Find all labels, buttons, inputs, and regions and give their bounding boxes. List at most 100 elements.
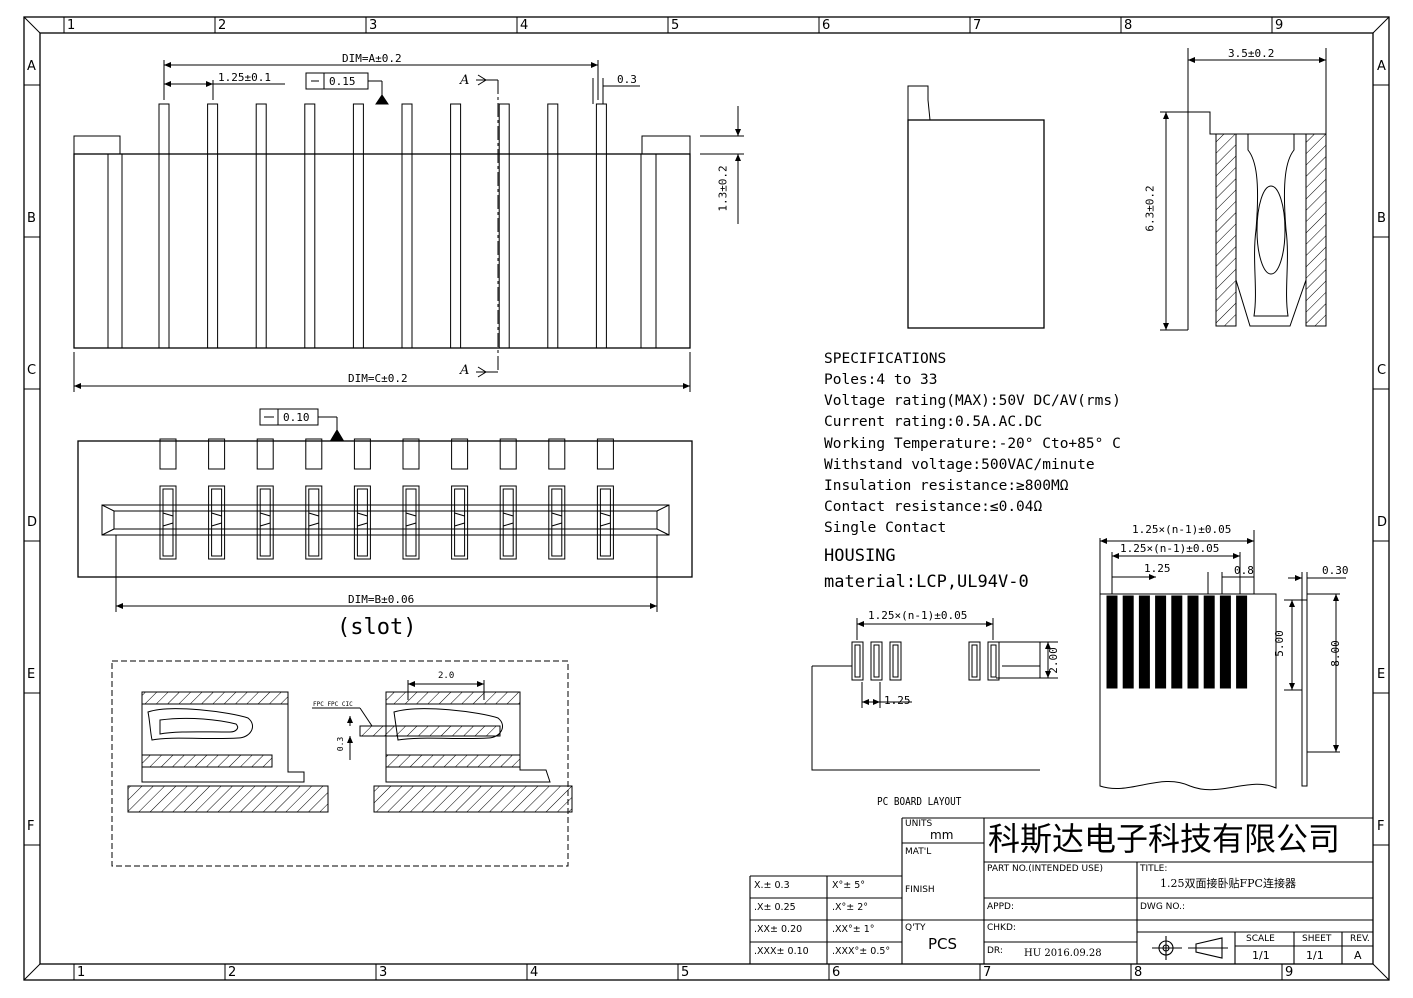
dim-a-label: DIM=A±0.2 bbox=[342, 52, 402, 65]
section-mark-bottom: A bbox=[460, 363, 470, 378]
scale-label: SCALE bbox=[1246, 934, 1275, 944]
fpc-span-inner: 1.25×(n-1)±0.05 bbox=[1120, 542, 1220, 555]
pcb-caption: PC BOARD LAYOUT bbox=[877, 795, 962, 808]
dr-value: HU 2016.09.28 bbox=[1024, 948, 1102, 959]
rev-value: A bbox=[1354, 949, 1362, 962]
spec-heading: SPECIFICATIONS bbox=[824, 351, 947, 367]
frame-col-bottom: 2 bbox=[228, 965, 237, 980]
spec-line: Poles:4 to 33 bbox=[824, 372, 938, 388]
frame-col-top: 8 bbox=[1124, 18, 1133, 33]
cross-section-view bbox=[1160, 48, 1327, 331]
title-block bbox=[749, 817, 1373, 964]
height-label: 1.3±0.2 bbox=[716, 165, 730, 212]
frame-row-letter: B bbox=[1377, 211, 1386, 226]
sheet-label: SHEET bbox=[1302, 934, 1332, 944]
frame-col-bottom: 5 bbox=[681, 965, 690, 980]
frame-row-letter: F bbox=[1377, 819, 1385, 834]
fpc-pitch: 1.25 bbox=[1144, 562, 1171, 575]
pcb-pad-len-label: 2.00 bbox=[1046, 647, 1060, 674]
dim-c-label: DIM=C±0.2 bbox=[348, 372, 408, 385]
pitch-label: 1.25±0.1 bbox=[218, 71, 271, 84]
flatness-label: 0.15 bbox=[329, 75, 356, 88]
fpc-finger-len: 5.00 bbox=[1272, 630, 1286, 657]
tolerance-cell: .XX± 0.20 bbox=[754, 924, 803, 935]
frame-col-bottom: 7 bbox=[983, 965, 992, 980]
frame-row-letter: B bbox=[27, 211, 36, 226]
fpc-thickness: 0.30 bbox=[1322, 564, 1349, 577]
frame-col-bottom: 9 bbox=[1285, 965, 1294, 980]
matl-label: MAT'L bbox=[905, 847, 932, 857]
side-height-label: 6.3±0.2 bbox=[1143, 185, 1157, 232]
frame-col-top: 7 bbox=[973, 18, 982, 33]
scale-value: 1/1 bbox=[1252, 949, 1270, 962]
side-view-small bbox=[907, 85, 1045, 329]
tolerance-cell: .XXX± 0.10 bbox=[754, 946, 809, 957]
frame-col-bottom: 6 bbox=[832, 965, 841, 980]
frame-col-bottom: 4 bbox=[530, 965, 539, 980]
title-label: TITLE: bbox=[1140, 864, 1168, 874]
frame-row-letter: F bbox=[27, 819, 35, 834]
spec-line: Voltage rating(MAX):50V DC/AV(rms) bbox=[824, 393, 1121, 410]
housing-heading: HOUSING bbox=[824, 546, 896, 566]
rev-label: REV. bbox=[1350, 934, 1370, 944]
tolerance-cell: .X± 0.25 bbox=[754, 902, 796, 913]
frame-col-top: 4 bbox=[520, 18, 529, 33]
company-name: 科斯达电子科技有限公司 bbox=[988, 820, 1341, 858]
frame-col-bottom: 3 bbox=[379, 965, 388, 980]
spec-line: Single Contact bbox=[824, 520, 947, 537]
frame-row-letter: E bbox=[1377, 667, 1386, 682]
pcb-layout-view bbox=[811, 618, 1058, 771]
frame-col-top: 9 bbox=[1275, 18, 1284, 33]
frame-col-bottom: 1 bbox=[77, 965, 86, 980]
appd-label: APPD: bbox=[987, 902, 1014, 912]
frame-col-top: 5 bbox=[671, 18, 680, 33]
finish-label: FINISH bbox=[905, 885, 935, 895]
frame-row-letter: A bbox=[27, 59, 36, 74]
section-mark-top: A bbox=[460, 73, 470, 88]
spec-line: Contact resistance:≤0.04Ω bbox=[824, 499, 1043, 516]
qty-value: PCS bbox=[928, 935, 958, 953]
frame-row-letter: D bbox=[1377, 515, 1388, 530]
qty-label: Q'TY bbox=[905, 923, 926, 933]
part-no-label: PART NO.(INTENDED USE) bbox=[987, 864, 1103, 874]
slot-flatness-label: 0.10 bbox=[283, 411, 310, 424]
pcb-span-label: 1.25×(n-1)±0.05 bbox=[868, 609, 968, 622]
tolerance-cell: .XXX°± 0.5° bbox=[832, 946, 891, 957]
frame-row-letter: D bbox=[27, 515, 38, 530]
frame-row-letter: C bbox=[27, 363, 37, 378]
fpc-label: FPC FPC CIC bbox=[313, 701, 353, 708]
outer-border bbox=[23, 16, 1390, 981]
pcb-pitch-label: 1.25 bbox=[884, 694, 911, 707]
frame-col-top: 3 bbox=[369, 18, 378, 33]
tolerance-cell: X°± 5° bbox=[832, 880, 866, 891]
pin-width-label: 0.3 bbox=[617, 73, 637, 86]
spec-line: Insulation resistance:≥800MΩ bbox=[824, 478, 1069, 494]
section-dim-0-3: 0.3 bbox=[336, 736, 346, 752]
tolerance-cell: .X°± 2° bbox=[832, 902, 869, 913]
frame-row-letter: E bbox=[27, 667, 36, 682]
frame-col-top: 6 bbox=[822, 18, 831, 33]
frame-col-top: 2 bbox=[218, 18, 227, 33]
frame-row-letter: C bbox=[1377, 363, 1387, 378]
title-value: 1.25双面接卧贴FPC连接器 bbox=[1160, 877, 1296, 890]
front-view bbox=[73, 60, 744, 392]
frame-col-bottom: 8 bbox=[1134, 965, 1143, 980]
frame-col-top: 1 bbox=[67, 18, 76, 33]
fpc-layout-view bbox=[1099, 530, 1346, 791]
spec-line: Current rating:0.5A.AC.DC bbox=[824, 414, 1043, 431]
slot-label: (slot) bbox=[337, 615, 417, 640]
inner-border bbox=[39, 32, 1374, 965]
section-view bbox=[111, 660, 573, 867]
chkd-label: CHKD: bbox=[987, 923, 1016, 933]
frame-row-letter: A bbox=[1377, 59, 1386, 74]
dim-b-label: DIM=B±0.06 bbox=[348, 593, 415, 606]
tolerance-cell: X.± 0.3 bbox=[754, 880, 790, 891]
housing-material: material:LCP,UL94V-0 bbox=[824, 572, 1029, 592]
section-dim-2-0: 2.0 bbox=[438, 671, 455, 681]
units-label: UNITS bbox=[905, 819, 933, 829]
sheet-value: 1/1 bbox=[1306, 949, 1324, 962]
spec-line: Withstand voltage:500VAC/minute bbox=[824, 456, 1095, 473]
side-width-label: 3.5±0.2 bbox=[1228, 47, 1275, 60]
fpc-span-outer: 1.25×(n-1)±0.05 bbox=[1132, 523, 1232, 536]
